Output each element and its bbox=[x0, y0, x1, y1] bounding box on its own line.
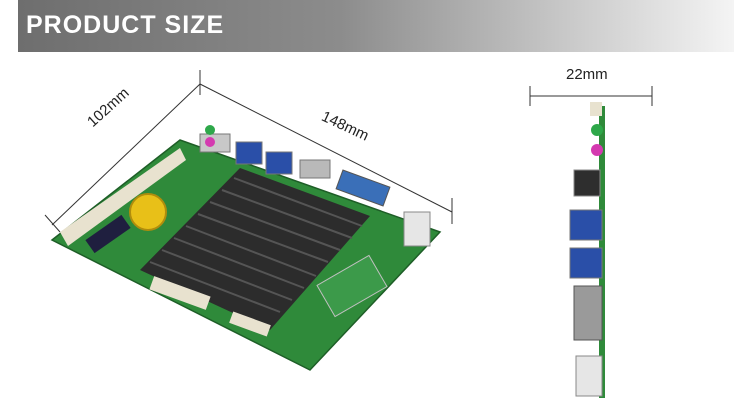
usb-port-1 bbox=[235, 141, 263, 165]
com-port bbox=[335, 169, 391, 207]
side-audio-green bbox=[591, 124, 603, 136]
heatsink-fins bbox=[149, 177, 363, 313]
section-title: PRODUCT SIZE bbox=[26, 11, 225, 39]
dc-power-jack bbox=[403, 211, 431, 247]
memory-chip-label bbox=[316, 254, 388, 318]
side-dc-jack bbox=[575, 355, 603, 397]
rj45-port bbox=[199, 133, 231, 153]
motherboard-side-view bbox=[569, 102, 605, 398]
msata-slot bbox=[85, 214, 131, 254]
audio-jack-green bbox=[205, 125, 215, 135]
depth-dimension-tick-left bbox=[44, 214, 61, 233]
hdmi-port bbox=[299, 159, 331, 179]
side-header bbox=[590, 102, 602, 116]
header-connector-2 bbox=[229, 311, 271, 337]
side-audio-pink bbox=[591, 144, 603, 156]
dimension-lines bbox=[44, 70, 653, 233]
side-usb-port-1 bbox=[569, 209, 603, 241]
section-header-bar: PRODUCT SIZE bbox=[18, 0, 734, 52]
dimm-slot bbox=[60, 148, 186, 246]
width-dimension-line bbox=[199, 83, 453, 213]
side-rj45-port bbox=[573, 169, 601, 197]
usb-port-2 bbox=[265, 151, 293, 175]
depth-dimension-line bbox=[51, 83, 201, 226]
cmos-battery bbox=[129, 193, 167, 231]
header-connector-1 bbox=[149, 276, 211, 310]
height-dimension-label: 22mm bbox=[566, 66, 608, 83]
motherboard-top-view bbox=[50, 125, 442, 371]
side-usb-port-2 bbox=[569, 247, 603, 279]
side-com-port bbox=[573, 285, 603, 341]
audio-jack-pink bbox=[205, 137, 215, 147]
